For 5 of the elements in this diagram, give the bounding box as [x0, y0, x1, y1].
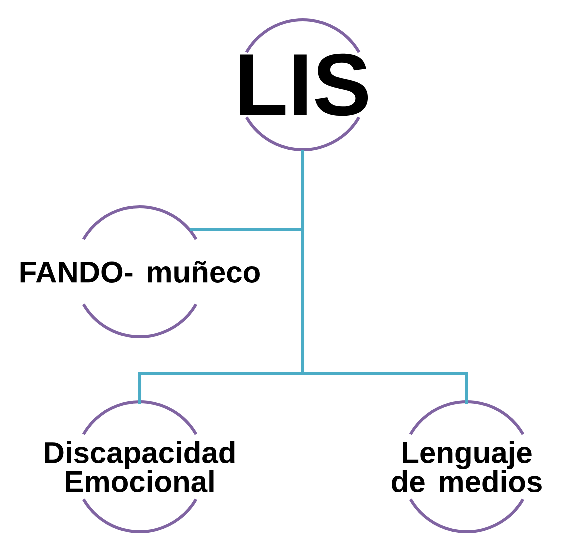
- node-label: Lenguaje de medios: [392, 441, 542, 493]
- connector-line: [302, 150, 468, 404]
- node-label: Discapacidad Emocional: [45, 442, 235, 492]
- node-label: LIS: [240, 54, 368, 116]
- node-label: FANDO- muñeco: [20, 261, 260, 283]
